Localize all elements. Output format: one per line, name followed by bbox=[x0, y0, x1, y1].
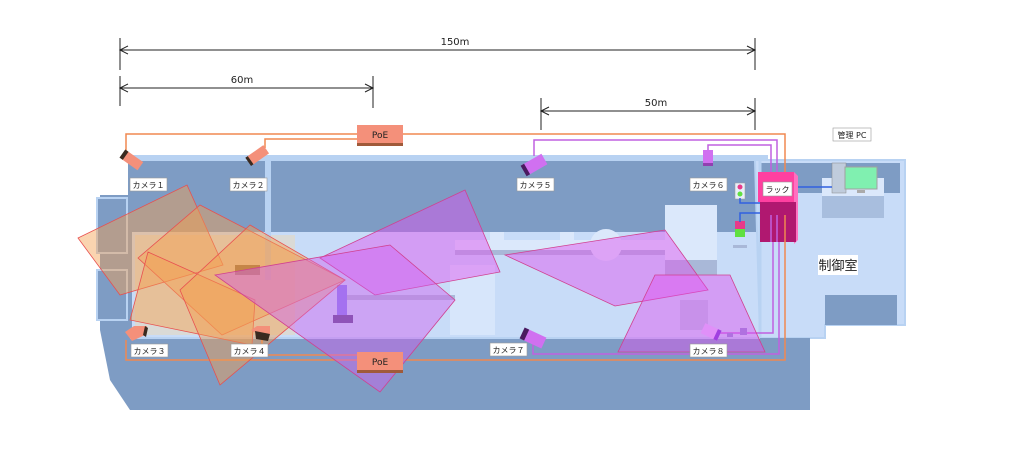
camera-5-label: カメラ５ bbox=[520, 181, 552, 190]
rack-label: ラック bbox=[766, 186, 790, 195]
camera-2-label: カメラ２ bbox=[233, 181, 265, 190]
lan-cable-signal-2 bbox=[739, 212, 760, 222]
dimension-150m: 150m bbox=[441, 37, 470, 48]
admin-pc-label: 管理 PC bbox=[838, 130, 867, 140]
camera-6-label: カメラ６ bbox=[693, 181, 725, 190]
camera-3-label: カメラ３ bbox=[134, 347, 166, 356]
purple-cable-cam7 bbox=[532, 240, 780, 355]
left-wall-notch-1 bbox=[96, 197, 128, 254]
svg-text:PoE: PoE bbox=[372, 131, 389, 141]
camera-1[interactable] bbox=[119, 149, 144, 171]
camera-8[interactable] bbox=[700, 323, 747, 341]
lan-cable-signal-1 bbox=[739, 198, 760, 204]
orange-cable-bottom bbox=[125, 240, 786, 361]
camera-5[interactable] bbox=[520, 153, 548, 177]
coverage-camera-4 bbox=[179, 224, 346, 386]
dimension-50m: 50m bbox=[645, 98, 667, 109]
coverage-camera-8 bbox=[617, 274, 766, 353]
dimension-lines bbox=[118, 38, 757, 130]
rack: ラック bbox=[758, 172, 798, 244]
camera-7[interactable] bbox=[519, 327, 547, 349]
camera-4-label: カメラ４ bbox=[234, 347, 266, 356]
coverage-camera-6 bbox=[503, 229, 709, 307]
coverage-areas bbox=[77, 184, 766, 393]
camera-8-label: カメラ８ bbox=[693, 347, 725, 356]
control-room-label: 制御室 bbox=[818, 258, 857, 274]
camera-3[interactable] bbox=[125, 326, 148, 341]
camera-1-label: カメラ１ bbox=[133, 181, 165, 190]
coverage-camera-1 bbox=[77, 184, 224, 296]
poe-switch-top: PoE bbox=[357, 125, 403, 146]
poe-switch-bottom: PoE bbox=[357, 352, 403, 373]
left-wall-notch-2 bbox=[96, 269, 128, 321]
production-line bbox=[235, 205, 717, 335]
control-room-label-bg bbox=[818, 255, 858, 275]
camera-6[interactable] bbox=[703, 150, 713, 166]
coverage-camera-5 bbox=[319, 189, 501, 296]
camera-7-label: カメラ７ bbox=[493, 346, 525, 355]
back-wall-top bbox=[128, 155, 768, 161]
camera-4[interactable] bbox=[251, 326, 270, 341]
rack-body bbox=[760, 202, 796, 242]
partition-wall bbox=[265, 160, 271, 280]
admin-pc bbox=[822, 162, 884, 218]
orange-cable-cam2 bbox=[264, 138, 360, 148]
svg-text:PoE: PoE bbox=[372, 358, 389, 368]
dimension-60m: 60m bbox=[231, 75, 253, 86]
camera-labels: カメラ１ カメラ２ カメラ３ カメラ４ カメラ５ カメラ６ カメラ７ カメラ８ bbox=[129, 177, 728, 358]
camera-2[interactable] bbox=[245, 145, 270, 166]
